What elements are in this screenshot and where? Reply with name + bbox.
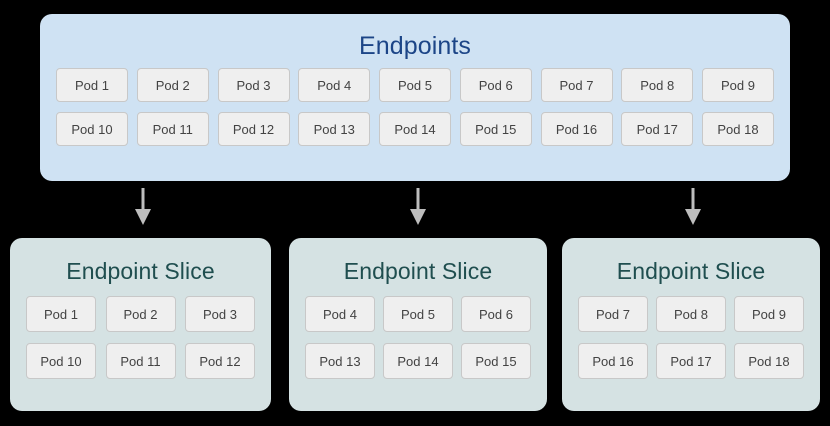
endpoint-slice-container-3: Endpoint Slice Pod 7 Pod 8 Pod 9 Pod 16 …	[562, 238, 820, 411]
endpoint-slice-pod-row: Pod 4 Pod 5 Pod 6	[305, 296, 531, 332]
pod-chip[interactable]: Pod 9	[702, 68, 774, 102]
pod-chip[interactable]: Pod 15	[461, 343, 531, 379]
endpoint-slice-container-1: Endpoint Slice Pod 1 Pod 2 Pod 3 Pod 10 …	[10, 238, 271, 411]
pod-chip[interactable]: Pod 3	[185, 296, 255, 332]
endpoint-slice-pod-row: Pod 7 Pod 8 Pod 9	[578, 296, 804, 332]
pod-chip[interactable]: Pod 2	[136, 68, 209, 102]
pod-chip[interactable]: Pod 17	[656, 343, 726, 379]
pod-chip[interactable]: Pod 13	[305, 343, 375, 379]
arrow-down-icon	[132, 188, 154, 226]
pod-chip[interactable]: Pod 7	[540, 68, 613, 102]
endpoint-slice-pod-grid: Pod 7 Pod 8 Pod 9 Pod 16 Pod 17 Pod 18	[578, 296, 804, 379]
pod-chip[interactable]: Pod 11	[136, 112, 209, 146]
pod-chip[interactable]: Pod 16	[540, 112, 613, 146]
endpoint-slice-title: Endpoint Slice	[66, 258, 215, 284]
pod-chip[interactable]: Pod 10	[56, 112, 128, 146]
pod-chip[interactable]: Pod 17	[621, 112, 694, 146]
pod-chip[interactable]: Pod 8	[621, 68, 694, 102]
pod-chip[interactable]: Pod 6	[461, 296, 531, 332]
pod-chip[interactable]: Pod 12	[185, 343, 255, 379]
pod-chip[interactable]: Pod 10	[26, 343, 96, 379]
pod-chip[interactable]: Pod 13	[298, 112, 371, 146]
pod-chip[interactable]: Pod 3	[217, 68, 290, 102]
pod-chip[interactable]: Pod 1	[26, 296, 96, 332]
pod-chip[interactable]: Pod 4	[305, 296, 375, 332]
endpoints-title: Endpoints	[358, 32, 472, 60]
endpoints-pod-grid: Pod 1 Pod 2 Pod 3 Pod 4 Pod 5 Pod 6 Pod …	[56, 68, 774, 146]
pod-chip[interactable]: Pod 11	[105, 343, 176, 379]
pod-chip[interactable]: Pod 14	[383, 343, 453, 379]
arrow-down-icon	[682, 188, 704, 226]
endpoint-slice-title: Endpoint Slice	[616, 258, 766, 284]
pod-chip[interactable]: Pod 15	[459, 112, 532, 146]
endpoint-slice-pod-row: Pod 1 Pod 2 Pod 3	[26, 296, 255, 332]
pod-chip[interactable]: Pod 12	[217, 112, 290, 146]
pod-chip[interactable]: Pod 2	[105, 296, 176, 332]
arrow-down-icon	[407, 188, 429, 226]
endpoints-pod-row: Pod 1 Pod 2 Pod 3 Pod 4 Pod 5 Pod 6 Pod …	[56, 68, 774, 102]
pod-chip[interactable]: Pod 1	[56, 68, 128, 102]
endpoint-slice-pod-grid: Pod 4 Pod 5 Pod 6 Pod 13 Pod 14 Pod 15	[305, 296, 531, 379]
pod-chip[interactable]: Pod 4	[298, 68, 371, 102]
endpoint-slice-pod-row: Pod 13 Pod 14 Pod 15	[305, 343, 531, 379]
endpoint-slice-pod-row: Pod 10 Pod 11 Pod 12	[26, 343, 255, 379]
pod-chip[interactable]: Pod 16	[578, 343, 648, 379]
pod-chip[interactable]: Pod 8	[656, 296, 726, 332]
pod-chip[interactable]: Pod 9	[734, 296, 804, 332]
pod-chip[interactable]: Pod 18	[734, 343, 804, 379]
endpoint-slice-pod-row: Pod 16 Pod 17 Pod 18	[578, 343, 804, 379]
endpoint-slice-container-2: Endpoint Slice Pod 4 Pod 5 Pod 6 Pod 13 …	[289, 238, 547, 411]
endpoint-slice-pod-grid: Pod 1 Pod 2 Pod 3 Pod 10 Pod 11 Pod 12	[26, 296, 255, 379]
pod-chip[interactable]: Pod 7	[578, 296, 648, 332]
pod-chip[interactable]: Pod 6	[459, 68, 532, 102]
pod-chip[interactable]: Pod 18	[702, 112, 774, 146]
pod-chip[interactable]: Pod 5	[383, 296, 453, 332]
endpoint-slice-title: Endpoint Slice	[343, 258, 493, 284]
pod-chip[interactable]: Pod 5	[379, 68, 451, 102]
pod-chip[interactable]: Pod 14	[379, 112, 451, 146]
endpoints-container: Endpoints Pod 1 Pod 2 Pod 3 Pod 4 Pod 5 …	[40, 14, 790, 181]
endpoints-pod-row: Pod 10 Pod 11 Pod 12 Pod 13 Pod 14 Pod 1…	[56, 112, 774, 146]
